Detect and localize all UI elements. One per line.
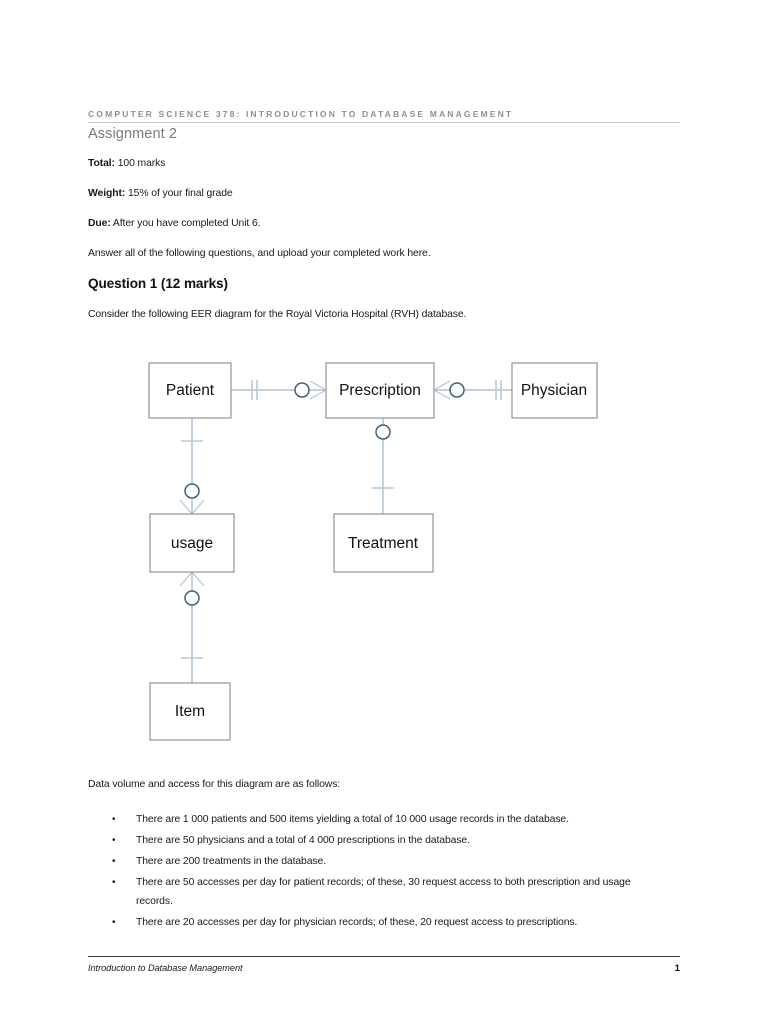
list-item: • There are 50 physicians and a total of… (88, 831, 658, 850)
footer-page-number: 1 (674, 963, 680, 974)
zero-circle-usage-top (184, 483, 200, 499)
crowfoot-usage-bottom (179, 571, 205, 587)
list-item: • There are 1 000 patients and 500 items… (88, 810, 658, 829)
weight-label: Weight: (88, 188, 126, 199)
eer-diagram: Patient Prescription Physician usage Tre… (100, 340, 660, 760)
zero-circle-prescription-bottom (375, 424, 391, 440)
weight-value: 15% of your final grade (125, 188, 233, 199)
page-title: Assignment 2 (88, 126, 178, 142)
zero-circle-usage-bottom (184, 590, 200, 606)
list-item-text: There are 20 accesses per day for physic… (136, 917, 578, 928)
total-label: Total: (88, 158, 115, 169)
bullet-icon: • (112, 814, 116, 825)
footer-rule (88, 956, 680, 957)
crowfoot-prescription-left (309, 380, 327, 400)
list-item: • There are 20 accesses per day for phys… (88, 913, 658, 932)
document-header: COMPUTER SCIENCE 378: INTRODUCTION TO DA… (88, 108, 680, 123)
entity-label-item: Item (175, 703, 205, 720)
due-line: Due: After you have completed Unit 6. (88, 218, 261, 229)
entity-item: Item (149, 682, 231, 741)
header-rule (88, 122, 680, 123)
question-prompt: Consider the following EER diagram for t… (88, 309, 467, 320)
due-label: Due: (88, 218, 111, 229)
data-volume-intro: Data volume and access for this diagram … (88, 779, 341, 790)
total-line: Total: 100 marks (88, 158, 165, 169)
list-item-text: There are 1 000 patients and 500 items y… (136, 814, 569, 825)
entity-label-physician: Physician (521, 382, 587, 399)
entity-label-treatment: Treatment (348, 535, 419, 552)
entity-physician: Physician (511, 362, 598, 419)
crowfoot-usage-top (179, 499, 205, 515)
list-item-text: There are 200 treatments in the database… (136, 856, 326, 867)
list-item-text: There are 50 physicians and a total of 4… (136, 835, 470, 846)
entity-prescription: Prescription (325, 362, 435, 419)
entity-label-prescription: Prescription (339, 382, 421, 399)
total-value: 100 marks (114, 158, 166, 169)
entity-usage: usage (149, 513, 235, 573)
footer-course-name: Introduction to Database Management (88, 963, 243, 973)
entity-label-patient: Patient (166, 382, 215, 399)
data-volume-list: • There are 1 000 patients and 500 items… (88, 810, 658, 934)
weight-line: Weight: 15% of your final grade (88, 188, 233, 199)
bullet-icon: • (112, 856, 116, 867)
crowfoot-prescription-right (433, 380, 451, 400)
instruction-text: Answer all of the following questions, a… (88, 248, 431, 259)
list-item: • There are 50 accesses per day for pati… (88, 873, 658, 911)
entity-label-usage: usage (171, 535, 213, 552)
zero-circle-prescription-left (294, 382, 310, 398)
bullet-icon: • (112, 917, 116, 928)
due-value: After you have completed Unit 6. (110, 218, 261, 229)
entity-treatment: Treatment (333, 513, 434, 573)
zero-circle-prescription-right (449, 382, 465, 398)
running-head: COMPUTER SCIENCE 378: INTRODUCTION TO DA… (88, 109, 514, 119)
bullet-icon: • (112, 877, 116, 888)
list-item-text: There are 50 accesses per day for patien… (136, 877, 631, 907)
list-item: • There are 200 treatments in the databa… (88, 852, 658, 871)
bullet-icon: • (112, 835, 116, 846)
question-heading: Question 1 (12 marks) (88, 276, 228, 291)
entity-patient: Patient (148, 362, 232, 419)
